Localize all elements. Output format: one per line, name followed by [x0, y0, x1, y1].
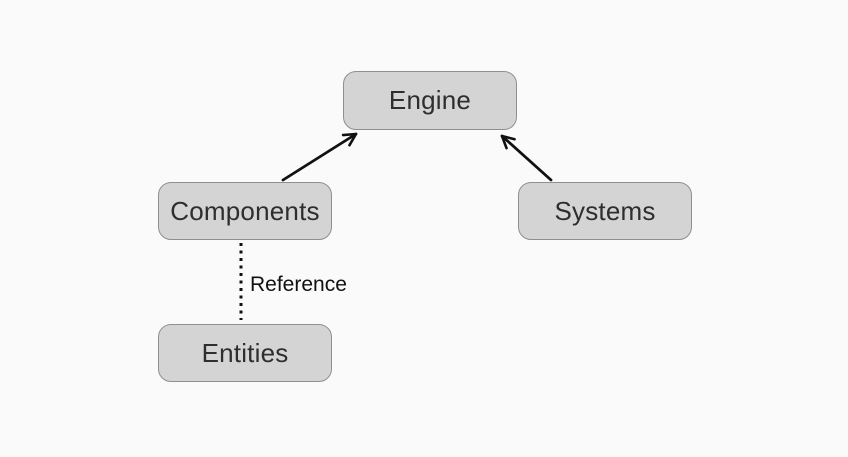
node-components: Components: [158, 182, 332, 240]
edge-label-reference: Reference: [250, 273, 347, 296]
node-entities-label: Entities: [201, 337, 289, 368]
node-engine-label: Engine: [388, 85, 472, 115]
node-systems-label: Systems: [554, 195, 656, 226]
edge-systems-to-engine: [500, 134, 553, 182]
node-systems: Systems: [518, 182, 692, 240]
node-components-label: Components: [170, 195, 320, 226]
node-entities: Entities: [158, 324, 332, 382]
edge-components-to-engine: [281, 132, 358, 182]
node-engine: Engine: [343, 71, 517, 130]
